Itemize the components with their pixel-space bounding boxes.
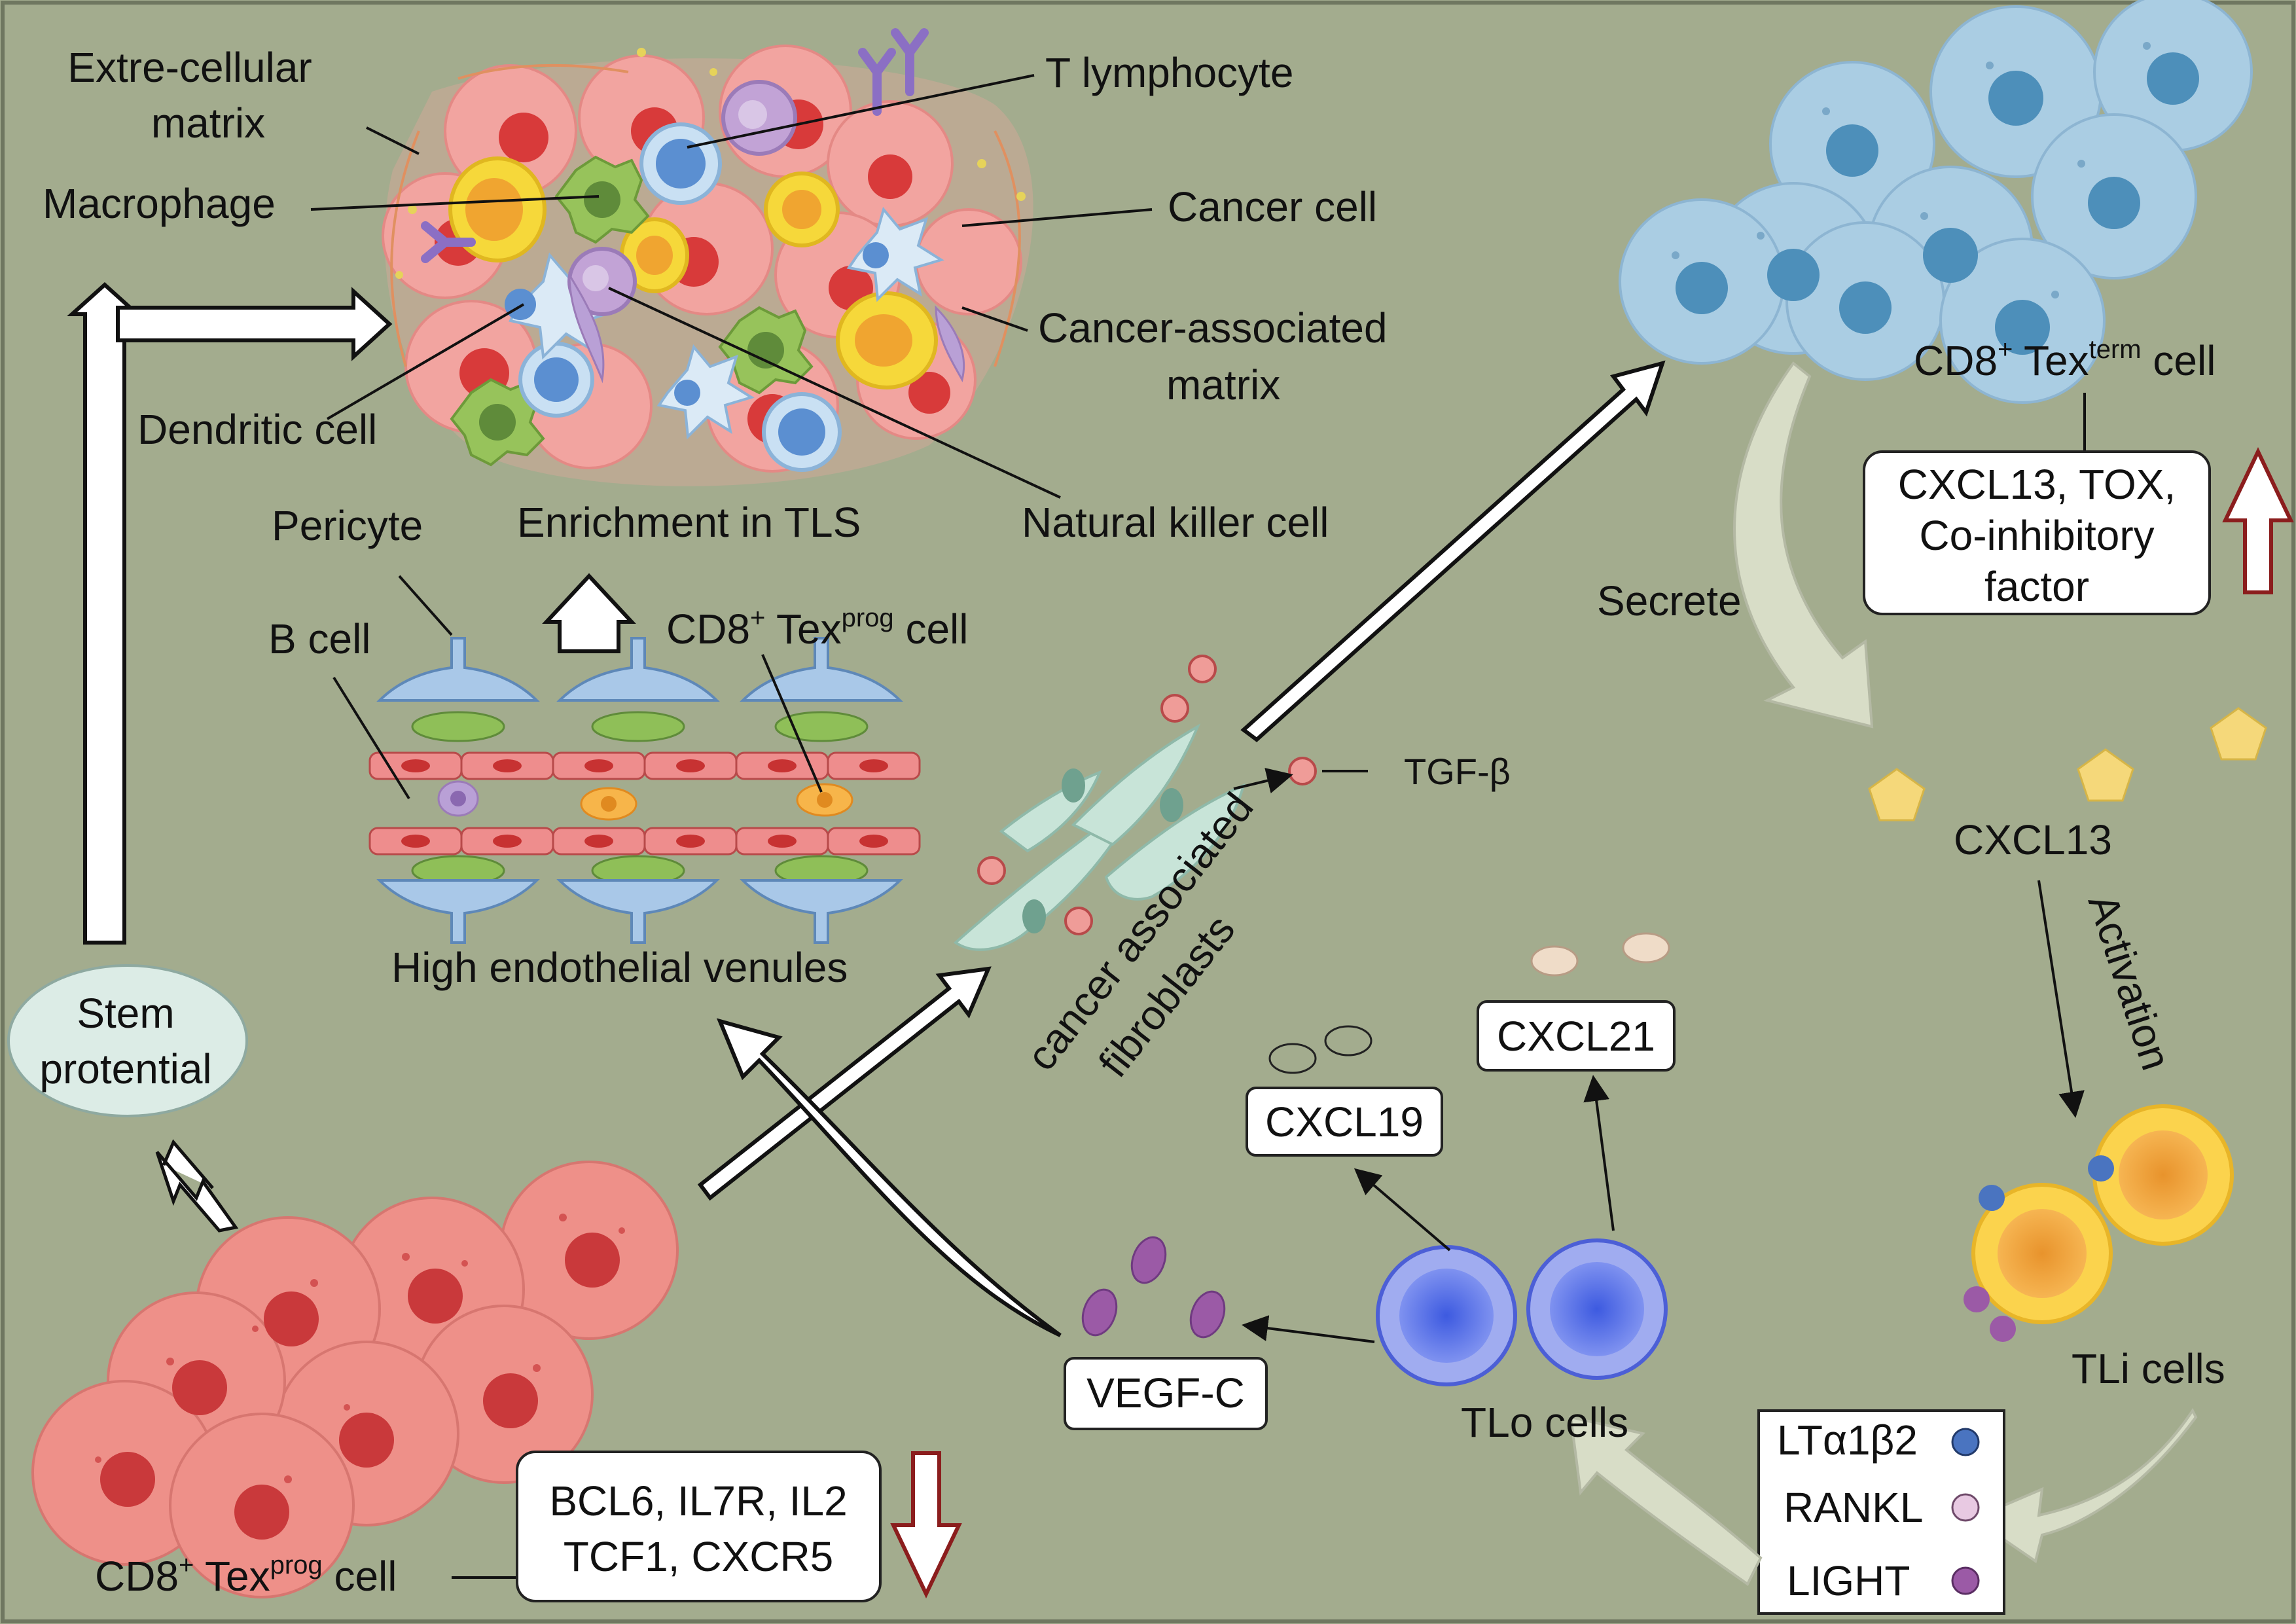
cxcl21-particles	[1530, 932, 1670, 977]
prog-venule-label: CD8+ Texprog cell	[666, 604, 968, 653]
stem-protential-node: Stem protential	[7, 964, 248, 1117]
cxcl13-label: CXCL13	[1954, 816, 2112, 863]
extracellular-label-2: matrix	[151, 99, 265, 147]
prog-to-caf-arrow	[697, 966, 992, 1201]
tgf-beta-icon	[977, 655, 1317, 935]
t-lymphocyte-cell	[518, 122, 842, 472]
b-cell-icon	[437, 780, 479, 817]
legend: LTα1β2 RANKL LIGHT	[1757, 1409, 2005, 1615]
cancer-associated-matrix-label-1: Cancer-associated	[1038, 304, 1388, 352]
prog-cell-in-venule-icon	[580, 783, 853, 821]
prog-markers-line-2: TCF1, CXCR5	[564, 1533, 834, 1580]
yellow-cell	[448, 156, 938, 389]
tls-cluster	[382, 28, 1033, 486]
legend-to-tlo-arrow	[1569, 1415, 1763, 1586]
high-endothelial-venules	[368, 637, 921, 944]
secrete-arrow	[1733, 361, 1874, 729]
macrophage-cell	[450, 155, 814, 467]
vegf-label: VEGF-C	[1086, 1369, 1245, 1416]
antibody-icon	[421, 28, 929, 263]
vegf-box: VEGF-C	[1064, 1357, 1268, 1430]
stem-right-arrow	[116, 287, 393, 361]
vegf-particles	[1081, 1236, 1226, 1339]
down-arrow-icon	[890, 1451, 962, 1598]
legend-rankl-swatch	[1951, 1493, 1980, 1522]
cxcl21-box: CXCL21	[1477, 1000, 1676, 1072]
term-markers-line-3: factor	[1984, 563, 2089, 610]
secrete-label: Secrete	[1597, 577, 1742, 624]
hev-labels: Pericyte B cell CD8+ Texprog cell High e…	[268, 502, 968, 991]
pericyte-label: Pericyte	[272, 502, 423, 549]
cancer-associated-matrix-label-2: matrix	[1166, 361, 1280, 408]
up-arrow-icon	[2222, 447, 2294, 594]
tlo-cells	[1376, 1238, 1668, 1386]
legend-light-label: LIGHT	[1787, 1557, 1910, 1604]
stem-label-2: protential	[39, 1045, 211, 1092]
b-cell-label: B cell	[268, 615, 371, 662]
caf-to-term-arrow	[1240, 360, 1666, 742]
stem-label-1: Stem	[77, 990, 174, 1037]
enrichment-arrow	[542, 573, 636, 653]
natural-killer-label: Natural killer cell	[1022, 499, 1329, 546]
tgf-beta-label: TGF-β	[1404, 751, 1511, 792]
term-cell-label: CD8+ Texterm cell	[1914, 335, 2215, 384]
prog-cell-label: CD8+ Texprog cell	[95, 1551, 397, 1600]
macrophage-label: Macrophage	[43, 180, 276, 227]
stem-up-arrow	[67, 281, 143, 945]
enrichment-label: Enrichment in TLS	[517, 499, 861, 546]
tli-cells	[1964, 1104, 2234, 1342]
tlo-label: TLo cells	[1461, 1399, 1628, 1446]
cancer-cell-label: Cancer cell	[1168, 183, 1377, 230]
hev-label: High endothelial venules	[391, 944, 848, 991]
prog-markers-line-1: BCL6, IL7R, IL2	[549, 1477, 847, 1525]
legend-light-swatch	[1951, 1566, 1980, 1595]
cxcl21-label: CXCL21	[1497, 1013, 1655, 1060]
term-markers-line-2: Co-inhibitory	[1919, 512, 2154, 559]
cxcl13-icon	[1868, 707, 2267, 821]
cxcl19-label: CXCL19	[1265, 1098, 1424, 1146]
dendritic-cell-label: Dendritic cell	[137, 406, 377, 453]
legend-rankl-label: RANKL	[1784, 1484, 1923, 1531]
term-markers-line-1: CXCL13, TOX,	[1898, 461, 2176, 508]
legend-ltab-swatch	[1951, 1428, 1980, 1456]
tls-labels: Extre-cellular matrix Macrophage Dendrit…	[43, 44, 1388, 546]
natural-killer-cell	[567, 80, 797, 316]
extracellular-label-1: Extre-cellular	[67, 44, 312, 91]
prog-markers-box: BCL6, IL7R, IL2 TCF1, CXCR5	[516, 1451, 882, 1602]
t-lymphocyte-label: T lymphocyte	[1045, 49, 1293, 96]
term-markers-box: CXCL13, TOX, Co-inhibitory factor	[1863, 450, 2211, 615]
vegf-to-hev-arrow	[716, 1018, 1062, 1337]
cancer-associated-fibroblasts	[953, 723, 1246, 951]
cxcl19-box: CXCL19	[1246, 1087, 1443, 1157]
cxcl19-particles	[1268, 1025, 1372, 1074]
tli-to-legend-arrow	[1970, 1408, 2198, 1564]
tli-label: TLi cells	[2072, 1345, 2225, 1392]
stem-double-arrow	[155, 1139, 239, 1233]
legend-ltab-label: LTα1β2	[1777, 1416, 1918, 1464]
